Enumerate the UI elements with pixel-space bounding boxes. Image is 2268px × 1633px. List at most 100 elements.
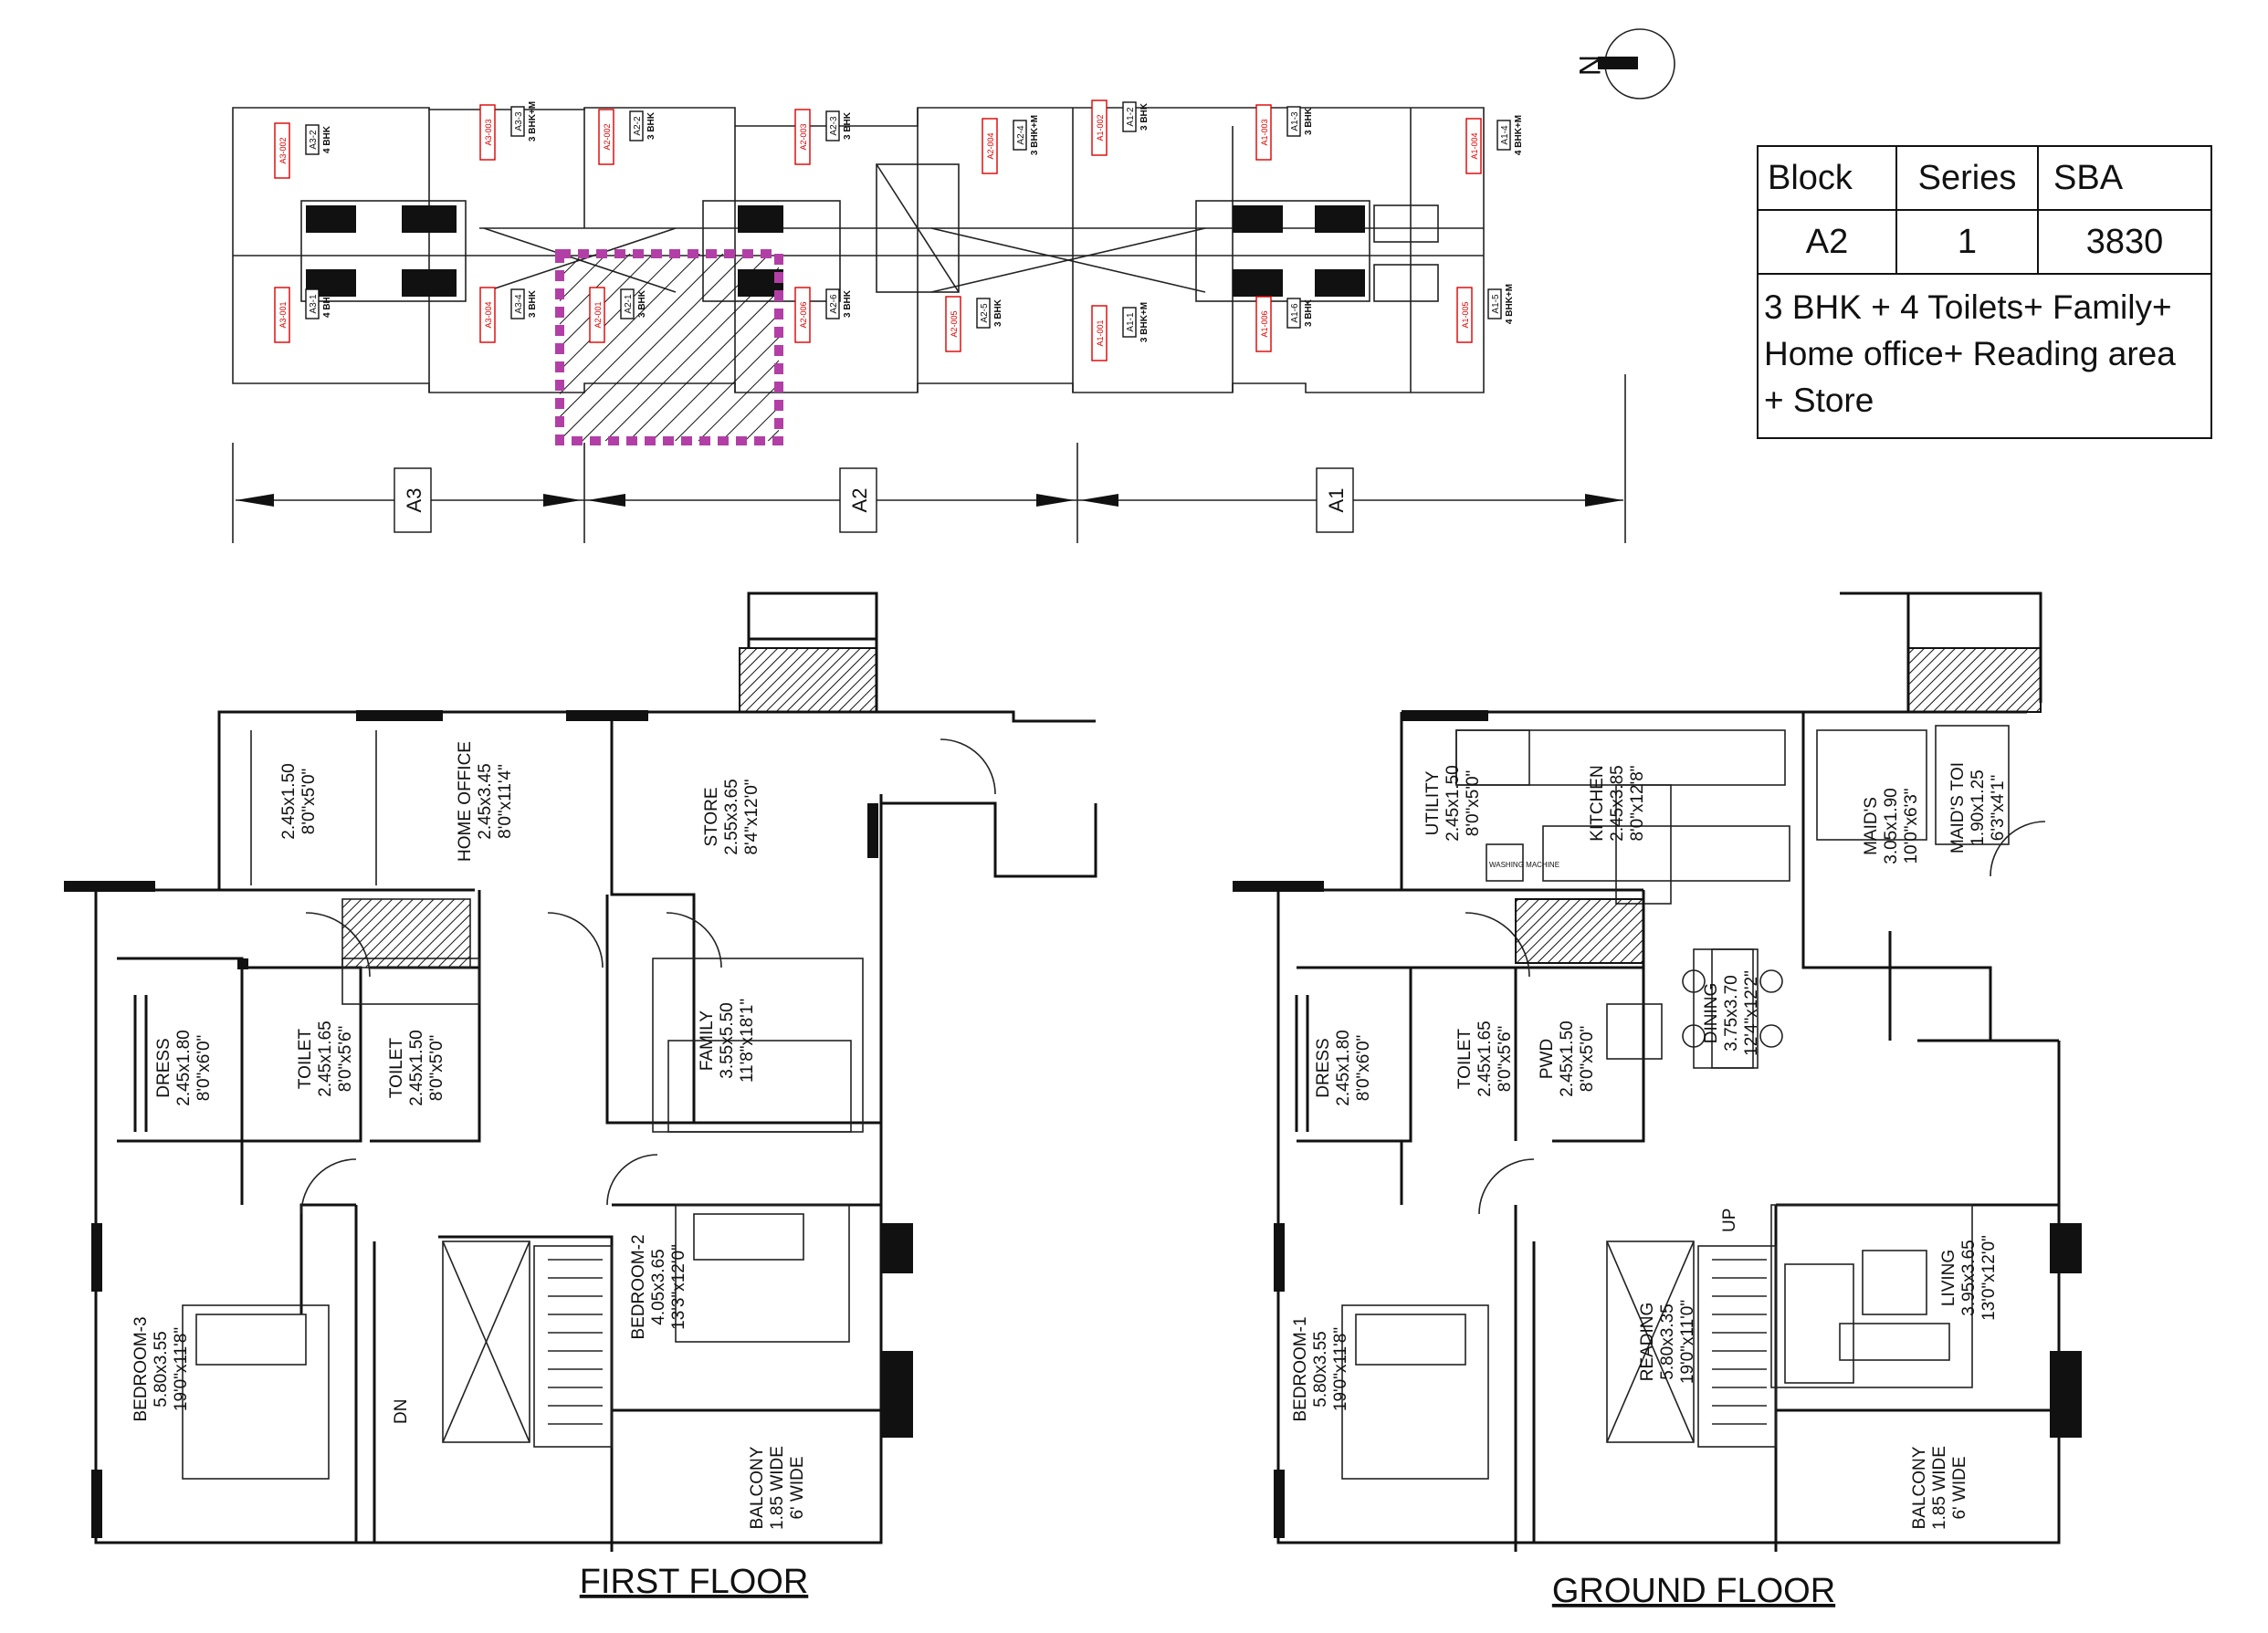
room-dimension: 6' WIDE — [1950, 1456, 1969, 1519]
unit-code-label: A2-4 — [1016, 125, 1026, 145]
room-dimension: 8'0"x5'0" — [1578, 1026, 1597, 1093]
room-name: LIVING — [1939, 1250, 1958, 1306]
room-dimension: 2.45x1.50 — [1558, 1021, 1577, 1096]
room-dimension: 2.45x3.85 — [1608, 765, 1627, 841]
unit-type-label: 3 BHK — [1304, 298, 1314, 327]
room-name: BALCONY — [748, 1446, 767, 1529]
north-compass: N — [1573, 28, 1675, 99]
unit-type-label: 3 BHK — [843, 289, 853, 318]
room-dimension: 2.45x1.80 — [174, 1030, 194, 1105]
room-dimension: 3.95x3.65 — [1959, 1240, 1979, 1315]
washing-machine-icon — [1486, 843, 1524, 882]
room-dimension: 2.45x3.45 — [476, 763, 495, 839]
room-dimension: 2.45x1.50 — [407, 1030, 426, 1105]
room-name: BEDROOM-2 — [629, 1234, 648, 1339]
room-name: TOILET — [296, 1029, 315, 1090]
room-name: MAID'S — [1862, 797, 1881, 855]
unit-type-label: 3 BHK — [637, 289, 647, 318]
gf-stair-direction-label: UP — [1720, 1209, 1739, 1232]
unit-ref-label: A3-001 — [278, 301, 288, 328]
ground-floor-title: GROUND FLOOR — [1552, 1572, 1835, 1610]
unit-code-label: A3-2 — [309, 130, 319, 150]
unit-code-label: A2-2 — [633, 116, 643, 136]
room-dimension: 19'0"x11'0" — [1678, 1300, 1697, 1384]
table-value-row: A2 1 3830 — [1759, 211, 2210, 275]
room-name: BALCONY — [1910, 1446, 1929, 1529]
unit-type-label: 3 BHK — [1139, 102, 1150, 131]
unit-code-label: A2-1 — [624, 294, 634, 314]
gf-duct-icon — [1907, 647, 2042, 713]
room-dimension: 8'0"x5'0" — [1464, 770, 1483, 837]
unit-type-label: 4 BHK+M — [1514, 115, 1524, 155]
room-dimension: 11'8"x18'1" — [738, 999, 757, 1083]
washing-machine-label: WASHING MACHINE — [1489, 861, 1559, 869]
room-name: MAID'S TOI — [1948, 762, 1968, 853]
unit-type-label: 4 BHK — [322, 289, 332, 318]
room-dimension: 8'0"x5'0" — [427, 1035, 446, 1102]
room-dimension: 4.05x3.65 — [649, 1249, 668, 1324]
unit-ref-label: A2-003 — [799, 123, 808, 150]
unit-code-label: A3-4 — [514, 294, 524, 314]
zone-label-a2: A2 — [848, 488, 871, 513]
value-block: A2 — [1759, 211, 1897, 273]
header-block: Block — [1759, 147, 1897, 209]
room-name: HOME OFFICE — [456, 741, 475, 862]
room-dimension: 8'0"x5'0" — [299, 769, 319, 835]
room-dimension: 1.90x1.25 — [1969, 769, 1988, 845]
room-dimension: 5.80x3.55 — [152, 1331, 171, 1407]
room-name: UTILITY — [1423, 770, 1443, 835]
room-name: STORE — [702, 787, 721, 846]
highlighted-unit-a2-2 — [555, 249, 783, 445]
description-line: 3 BHK + 4 Toilets+ Family+ — [1764, 288, 2172, 326]
room-name: BEDROOM-3 — [131, 1316, 151, 1421]
unit-code-label: A3-1 — [309, 294, 319, 314]
room-dimension: 5.80x3.55 — [1311, 1331, 1330, 1407]
room-dimension: 8'0"x5'6" — [336, 1026, 355, 1093]
description-line: Home office+ Reading area — [1764, 335, 2176, 372]
header-sba: SBA — [2053, 158, 2124, 197]
room-dimension: 1.85 WIDE — [768, 1446, 787, 1530]
room-dimension: 2.45x1.65 — [1475, 1021, 1495, 1096]
unit-ref-label: A2-005 — [950, 310, 959, 337]
room-dimension: 3.05x1.90 — [1882, 788, 1901, 864]
zone-label-a3: A3 — [403, 488, 425, 513]
header-series: Series — [1897, 147, 2039, 209]
unit-ref-label: A2-001 — [593, 301, 603, 328]
unit-info-table: Block Series SBA A2 1 3830 3 BHK + 4 Toi… — [1757, 145, 2212, 439]
gf-pwd-duct-icon — [1515, 898, 1644, 964]
unit-ref-label: A1-001 — [1096, 319, 1105, 346]
room-dimension: 8'0"x6'0" — [194, 1035, 214, 1102]
unit-code-label: A1-4 — [1500, 125, 1510, 145]
zone-label-a1: A1 — [1325, 488, 1348, 513]
unit-ref-label: A3-004 — [484, 301, 493, 328]
room-dimension: 3.75x3.70 — [1722, 975, 1741, 1051]
room-dimension: 19'0"x11'8" — [172, 1327, 191, 1411]
unit-ref-label: A2-006 — [799, 301, 808, 328]
